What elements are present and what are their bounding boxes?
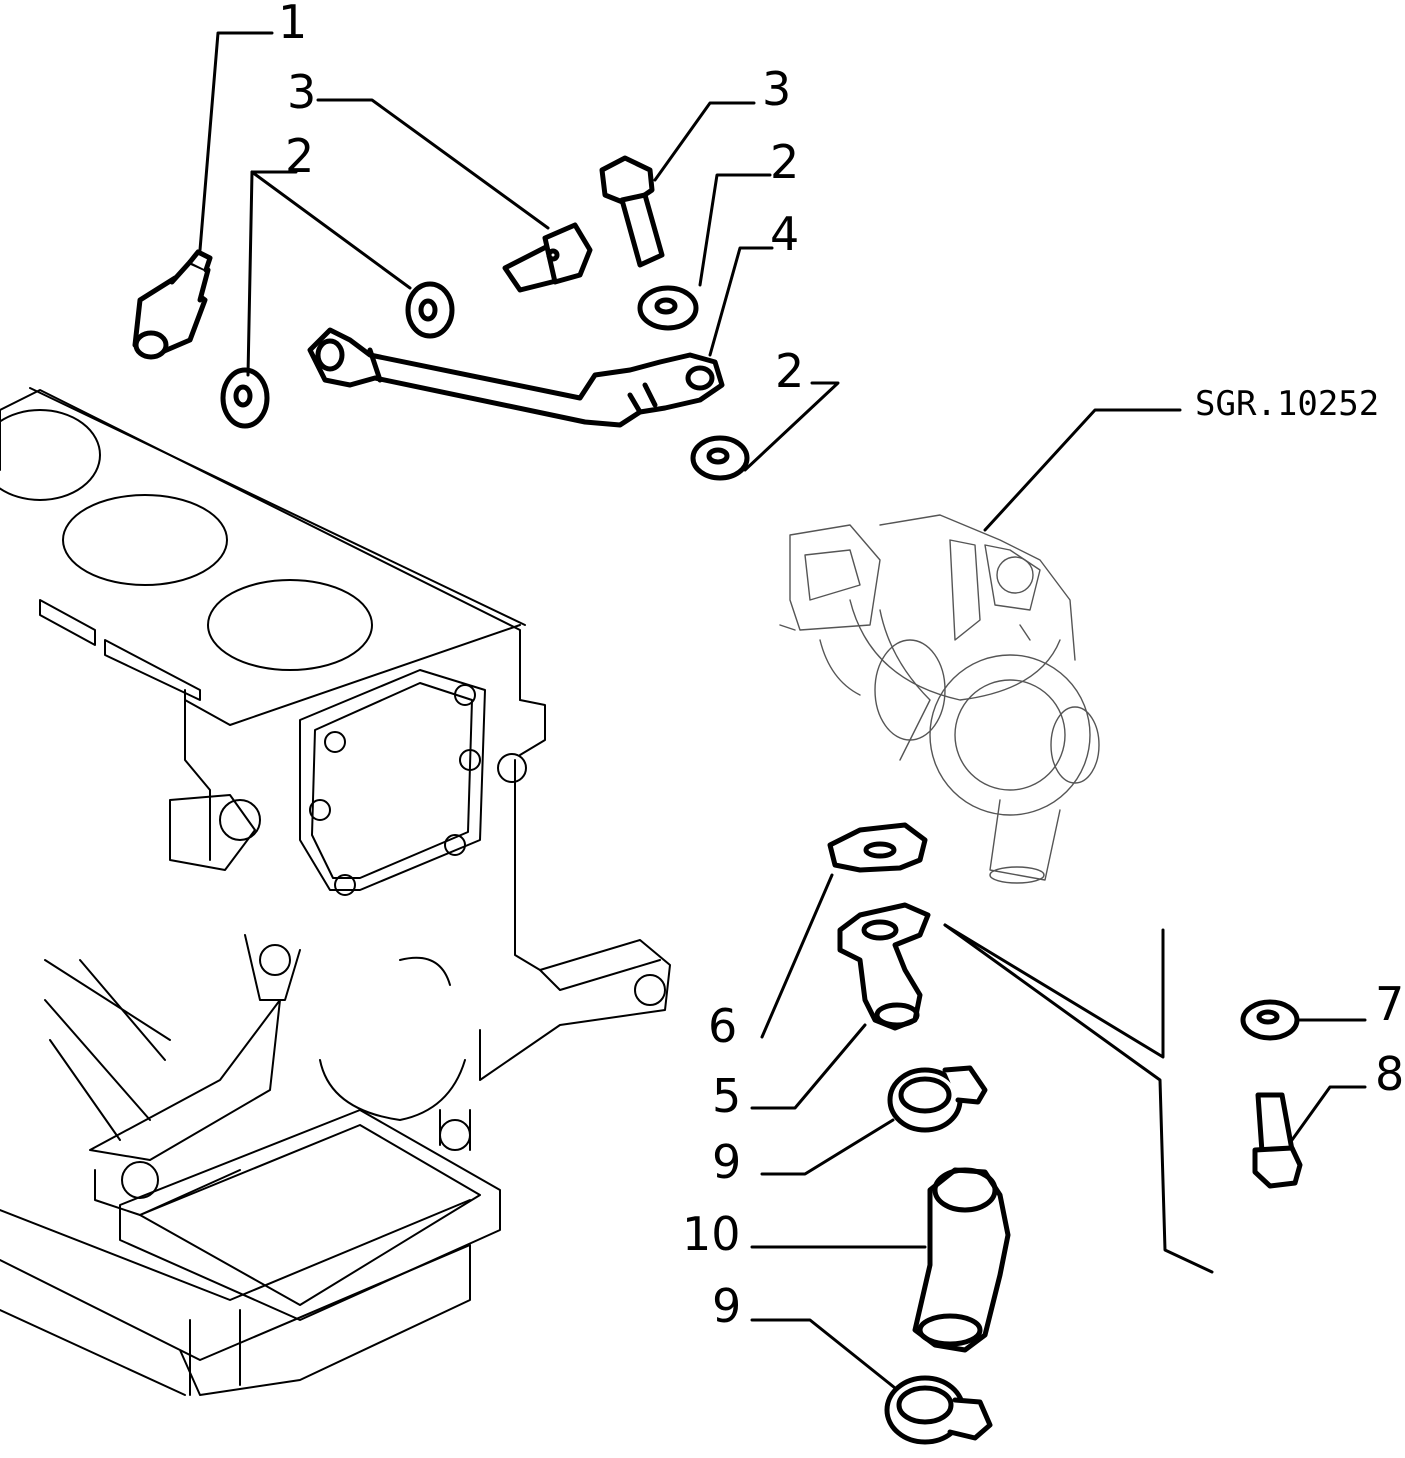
callout-3: 3 [762, 62, 791, 116]
part-2-washer-c [637, 285, 699, 331]
part-2-washer-b [405, 281, 455, 339]
callout-2: 2 [285, 129, 314, 183]
part-2-washer-a [220, 367, 270, 429]
callout-9: 9 [712, 1135, 741, 1189]
part-3-banjo-bolt-b [599, 155, 665, 268]
turbocharger-reference [779, 514, 1100, 884]
drawing-reference: SGR.10252 [1195, 384, 1379, 424]
callout-5: 5 [712, 1069, 741, 1123]
callout-4: 4 [770, 207, 799, 261]
callout-1: 1 [278, 0, 307, 49]
callout-6: 6 [708, 999, 737, 1053]
part-3-banjo-bolt-a [502, 222, 593, 293]
callout-7: 7 [1375, 977, 1404, 1031]
part-1-sensor [132, 249, 213, 360]
part-2-washer-d [690, 435, 750, 481]
callout-labels: 1 3 2 3 2 4 2 6 5 9 10 9 7 8 SGR.10252 [278, 0, 1404, 1333]
callout-3: 3 [287, 65, 316, 119]
part-5-flanged-pipe [837, 902, 931, 1031]
part-9-clamp-a [887, 1065, 988, 1133]
leader-lines [198, 31, 1367, 1390]
engine-block [0, 387, 671, 1396]
part-9-clamp-b [884, 1375, 993, 1445]
part-8-bolt [1252, 1092, 1303, 1189]
part-6-gasket [827, 822, 928, 873]
callout-2: 2 [770, 135, 799, 189]
callout-8: 8 [1375, 1047, 1404, 1101]
callout-2: 2 [775, 344, 804, 398]
part-7-washer [1240, 999, 1300, 1041]
callout-10: 10 [682, 1207, 741, 1261]
part-10-hose [912, 1167, 1011, 1353]
callout-9: 9 [712, 1279, 741, 1333]
part-4-oil-pipe [307, 327, 725, 428]
